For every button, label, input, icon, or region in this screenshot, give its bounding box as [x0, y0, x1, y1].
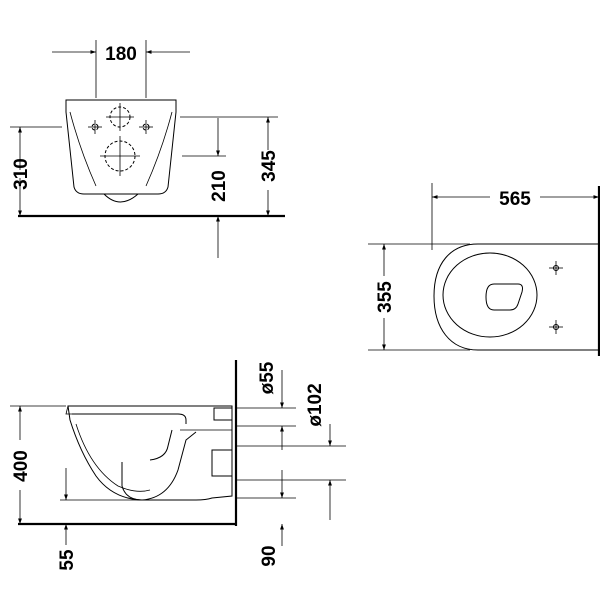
- front-view: 180 310 210 345: [10, 40, 285, 258]
- side-trap: [121, 431, 197, 501]
- front-height-210-dimension: 210: [209, 170, 230, 202]
- front-bowl-inner-left: [69, 111, 97, 187]
- side-bowl-outline: [67, 405, 233, 501]
- side-height-dimension: 400: [11, 450, 32, 482]
- side-view: 400 55 ø55 ø102 90: [10, 360, 346, 571]
- side-trap-inner: [149, 429, 173, 461]
- side-pipe-small-dimension: ø55: [257, 361, 278, 394]
- top-length-dimension: 565: [499, 189, 531, 210]
- top-bowl-outline: [433, 243, 599, 351]
- side-outlet-height-dimension: 90: [259, 545, 280, 566]
- top-mounting-holes: [549, 261, 563, 334]
- side-bowl-rim: [72, 413, 187, 424]
- side-inlet: [213, 407, 233, 421]
- front-width-dimension: 180: [105, 44, 137, 65]
- top-bowl-drain: [485, 283, 523, 311]
- side-bottom-offset-dimension: 55: [57, 549, 78, 571]
- side-pipe-large-dimension: ø102: [305, 383, 326, 426]
- front-bowl-inner-right: [145, 111, 173, 187]
- side-bowl-cavity: [75, 423, 151, 492]
- side-bowl-rim-front: [65, 405, 72, 415]
- front-height-345-dimension: 345: [259, 150, 280, 182]
- top-view: 565 355: [368, 183, 600, 356]
- front-outlet-bulge: [103, 193, 139, 203]
- side-outlet: [211, 449, 233, 477]
- top-width-dimension: 355: [375, 281, 396, 313]
- front-height-310-dimension: 310: [11, 158, 32, 190]
- front-mounting-holes: [88, 103, 153, 176]
- top-bowl-inner: [442, 252, 538, 338]
- front-bowl-outline: [65, 99, 177, 195]
